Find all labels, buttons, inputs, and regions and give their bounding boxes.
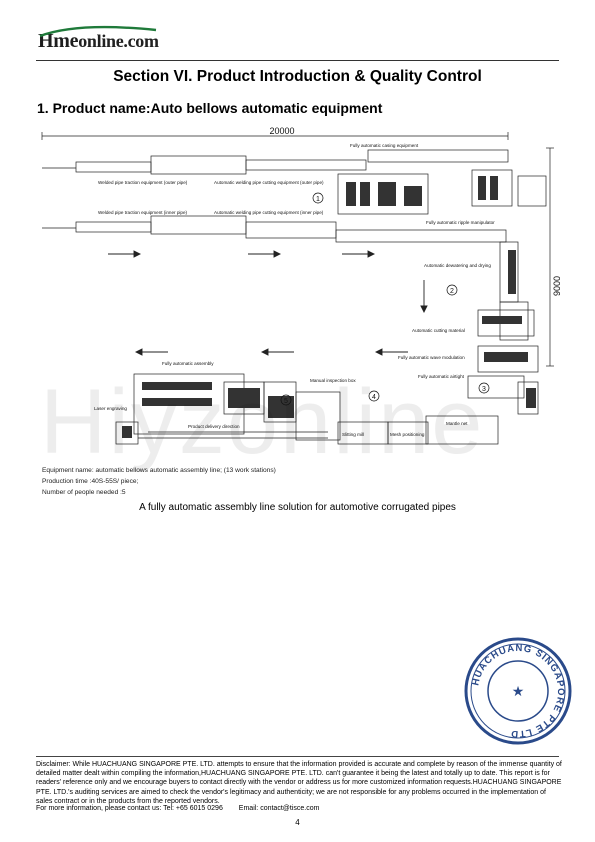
station-2-label: 2 <box>450 288 454 295</box>
label-slitting: Slitting mill <box>342 432 364 437</box>
contact-email[interactable]: Email: contact@tisce.com <box>238 805 320 812</box>
logo-swoosh-icon <box>39 25 157 38</box>
assembly-line-diagram: 1 2 3 4 5 20000 9000 Fully automatic cas… <box>41 126 562 496</box>
label-ripple: Fully automatic ripple manipulator <box>426 220 495 225</box>
info-people-needed: Number of people needed :5 <box>42 489 126 496</box>
station-4-label: 4 <box>372 394 376 401</box>
svg-text:★: ★ <box>512 683 525 699</box>
label-wave: Fully automatic wave modulation <box>398 355 465 360</box>
logo-brand: Hme <box>38 30 79 52</box>
info-production-time: Production time :40S-55S/ piece; <box>42 478 139 485</box>
logo-suffix: online.com <box>78 31 159 51</box>
label-casing: Fully automatic casing equipment <box>350 143 419 148</box>
label-airtight: Fully automatic airtight <box>418 374 465 379</box>
figure-caption: A fully automatic assembly line solution… <box>139 502 456 513</box>
disclaimer-text: Disclaimer: While HUACHUANG SINGAPORE PT… <box>36 761 562 805</box>
dimension-width-label: 20000 <box>269 126 294 136</box>
label-cutting-material: Automatic cutting material <box>412 328 465 333</box>
station-5-label: 5 <box>284 398 288 405</box>
dimension-height-label: 9000 <box>552 276 562 296</box>
station-1-label: 1 <box>316 196 320 203</box>
label-cutting-outer: Automatic welding pipe cutting equipment… <box>214 180 324 185</box>
footer-divider <box>36 756 559 757</box>
logo-text: Hmeonline.com <box>38 30 159 53</box>
page-number: 4 <box>295 818 300 827</box>
label-traction-outer: Welded pipe traction equipment (outer pi… <box>98 180 188 185</box>
label-dewatering: Automatic dewatering and drying <box>424 263 491 268</box>
label-traction-inner: Welded pipe traction equipment (inner pi… <box>98 210 188 215</box>
product-name-heading: 1. Product name:Auto bellows automatic e… <box>37 100 383 116</box>
label-laser: Laser engraving <box>94 406 127 411</box>
brand-logo: Hmeonline.com <box>38 25 159 53</box>
label-mantle: Mantle net <box>446 421 468 426</box>
section-title: Section VI. Product Introduction & Quali… <box>113 68 482 85</box>
label-mesh: Mesh positioning <box>390 432 425 437</box>
label-manual-box: Manual inspection box <box>310 378 356 383</box>
contact-line: For more information, please contact us:… <box>36 805 319 812</box>
info-equipment-name: Equipment name: automatic bellows automa… <box>42 467 276 474</box>
header-divider <box>36 60 559 61</box>
label-assembly: Fully automatic assembly <box>162 361 214 366</box>
label-cutting-inner: Automatic welding pipe cutting equipment… <box>214 210 324 215</box>
label-delivery: Product delivery direction <box>188 424 240 429</box>
contact-phone: For more information, please contact us:… <box>36 805 223 812</box>
company-seal-icon: HUACHUANG SINGAPORE PTE LTD ★ <box>464 637 572 745</box>
station-3-label: 3 <box>482 386 486 393</box>
